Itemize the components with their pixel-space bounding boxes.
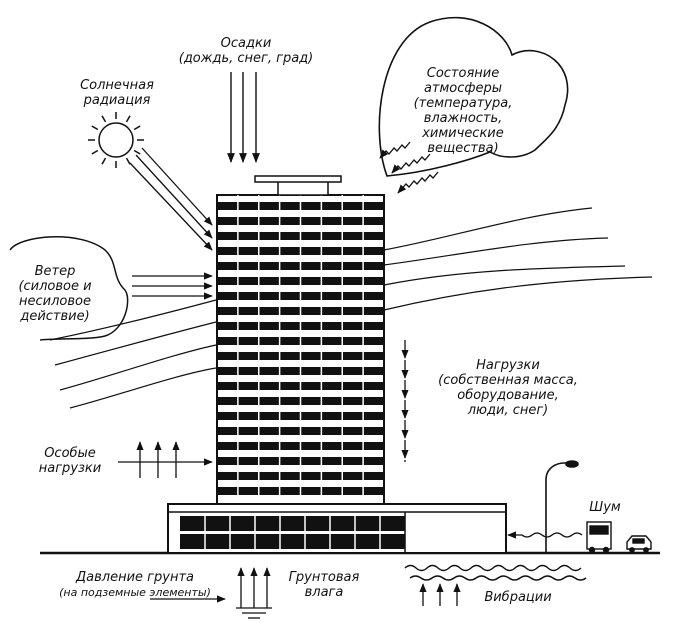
car-icon	[626, 535, 652, 553]
street-lamp	[545, 460, 579, 553]
sun-ray	[133, 125, 141, 131]
special-loads-label: Особые нагрузки	[38, 446, 102, 476]
noise-label: Шум	[589, 500, 621, 515]
roof-canopy	[254, 175, 342, 183]
wind-arrows	[132, 272, 213, 300]
noise-arrow	[507, 531, 583, 539]
tower-floors	[217, 195, 384, 504]
precipitation-label: Осадки (дождь, снег, град)	[178, 36, 314, 66]
groundwater-arrows	[236, 567, 272, 619]
precipitation-arrows	[227, 72, 260, 163]
wind-label: Ветер (силовое и несиловое действие)	[18, 264, 92, 324]
sun-ray	[133, 149, 141, 155]
sun-ray	[91, 125, 99, 131]
sun-icon	[88, 112, 144, 168]
wind-streamlines-left	[49, 299, 217, 409]
atmosphere-label: Состояние атмосферы (температура, влажно…	[413, 66, 513, 156]
bus-icon	[586, 521, 612, 554]
podium	[167, 503, 507, 554]
vibration-arrows	[419, 583, 461, 606]
vibration-label: Вибрации	[484, 590, 552, 605]
wind-cloud	[9, 236, 129, 341]
sun-ray	[91, 149, 99, 155]
soil-pressure-label: Давление грунта (на подземные элементы)	[59, 570, 211, 599]
tower	[216, 175, 385, 506]
sun-ray	[125, 157, 131, 165]
roof-structure	[277, 180, 329, 196]
loads-label: Нагрузки (собственная масса, оборудовани…	[438, 358, 578, 418]
sun-ray	[101, 157, 107, 165]
groundwater-label: Грунтовая влага	[288, 570, 360, 600]
sun-ray	[125, 115, 131, 123]
sun-ray	[101, 115, 107, 123]
atmosphere-arrows	[379, 141, 439, 194]
atmosphere-cloud	[378, 16, 569, 177]
special-load-arrows	[118, 441, 213, 478]
solar-label: Солнечная радиация	[80, 78, 154, 108]
solar-arrows	[129, 147, 213, 251]
wind-streamlines-right	[383, 207, 653, 311]
vibration-waves	[404, 564, 587, 581]
